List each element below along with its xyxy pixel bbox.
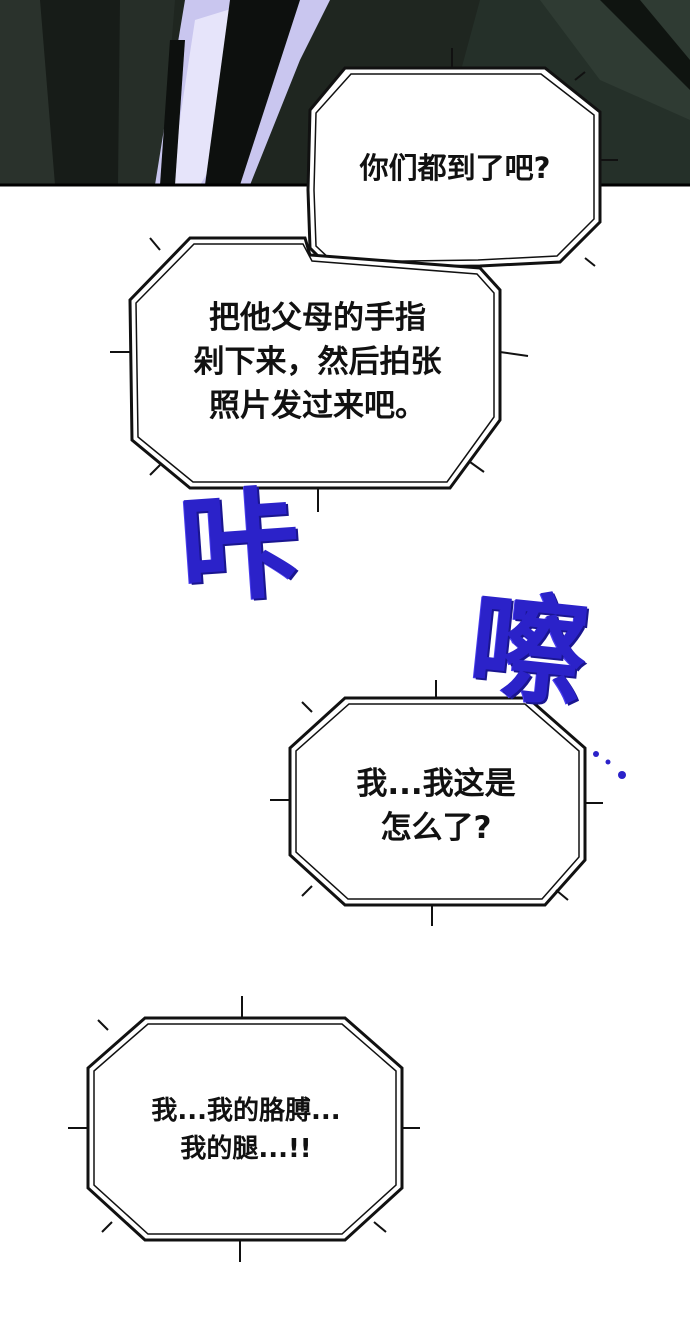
bubble-2-line-2: 剁下来，然后拍张 bbox=[193, 344, 442, 380]
speech-bubble-2-text: 把他父母的手指 剁下来，然后拍张 照片发过来吧。 bbox=[140, 296, 495, 428]
speech-bubble-3-text: 我...我这是 怎么了? bbox=[296, 762, 576, 850]
sound-effect-cha: 嚓 bbox=[463, 575, 595, 725]
bubble-3-line-2: 怎么了? bbox=[380, 810, 492, 846]
speech-bubble-4-text: 我...我的胳膊... 我的腿...!! bbox=[96, 1092, 396, 1168]
sound-effect-ka: 咔 bbox=[175, 473, 305, 622]
speech-bubble-1-text: 你们都到了吧? bbox=[315, 148, 595, 188]
bubble-2-line-1: 把他父母的手指 bbox=[209, 300, 426, 336]
bubble-4-line-2: 我的腿...!! bbox=[180, 1134, 312, 1164]
bubble-4-line-1: 我...我的胳膊... bbox=[151, 1096, 341, 1126]
bubble-2-line-3: 照片发过来吧。 bbox=[209, 388, 426, 424]
bubble-1-line-1: 你们都到了吧? bbox=[359, 151, 551, 185]
bubble-3-line-1: 我...我这是 bbox=[356, 766, 516, 802]
